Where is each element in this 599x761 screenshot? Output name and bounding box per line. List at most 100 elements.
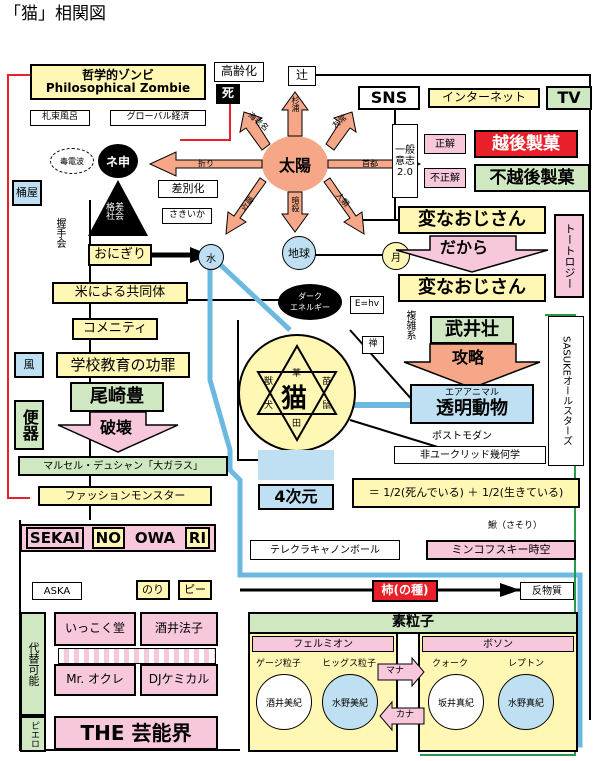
nezumi-label: 鰍（さそり）: [488, 521, 543, 531]
sekai-word: OWA: [134, 528, 176, 547]
nori-box: のり: [136, 580, 170, 600]
ozaki-box: 尾崎豊: [70, 382, 164, 412]
tsuji-box: 辻: [288, 66, 316, 86]
mizu-circle: 水: [198, 244, 224, 270]
mr-okure-box: Mr. オクレ: [54, 664, 136, 696]
ippan-box: 一般 意志 2.0: [392, 124, 418, 198]
sasuke-box: SASUKEオールスターズ: [548, 316, 584, 466]
sekai-word: NO: [91, 526, 125, 550]
tv-box: TV: [546, 86, 592, 110]
hieuclid-box: 非ユークリッド幾何学: [394, 446, 546, 464]
seikai-box: 正解: [424, 134, 466, 154]
neshin-badge: ネ申: [98, 144, 138, 178]
toumei-box: エアアニマル 透明動物: [410, 384, 534, 424]
global-economy-box: グローバル経済: [110, 110, 206, 126]
philosophy-en-label: Philosophical Zombie: [45, 81, 191, 95]
fuechigo-box: 不越後製菓: [474, 164, 590, 192]
daitai-box: 代替可能: [20, 612, 46, 716]
death-box: 死: [216, 84, 240, 104]
tsuki-circle: 月: [382, 242, 410, 270]
hexagram-label: 苗: [322, 377, 332, 387]
air-animal-label: エアアニマル: [444, 388, 499, 399]
philosophy-label: 哲学的ゾンビ: [81, 67, 154, 82]
toumei-label: 透明動物: [436, 398, 508, 420]
community-box: コメニティ: [72, 318, 158, 340]
piero-box: ピエロ: [20, 716, 46, 752]
sun-ray-label: 杉浦: [291, 96, 300, 112]
hexagram-label: 田: [292, 419, 302, 429]
hakai-label: 破壊: [100, 418, 133, 437]
yonjigen-box: 4次元: [258, 484, 334, 510]
sns-box: SNS: [358, 86, 420, 110]
geinoukai-box: THE 芸能界: [54, 716, 218, 750]
tautology-box: トートロジー: [554, 214, 584, 298]
page-title: 「猫」相関図: [4, 4, 106, 24]
kaze-box: 風: [14, 352, 44, 378]
mizuno-maki-circle: 水野真紀: [498, 674, 554, 730]
ikkodo-box: いっこく堂: [54, 612, 136, 646]
hexagram-label: 鼠: [322, 401, 332, 411]
minkowski-box: ミンコフスキー時空: [426, 540, 576, 560]
cat-blue-band: [258, 450, 334, 480]
cat-circle: [238, 334, 356, 452]
old-age-box: 高齢化: [214, 62, 264, 82]
sakai-maki-circle: 坂井真紀: [428, 674, 484, 730]
sakai-miki-circle: 酒井美紀: [256, 674, 312, 730]
boson-label: ボソン: [422, 636, 574, 652]
aska-box: ASKA: [32, 582, 82, 600]
akushu-label: 握手会: [54, 218, 65, 248]
hexagram-label: 犬: [264, 401, 274, 411]
fukuzatsu-label: 複雑系: [404, 310, 415, 340]
fermion-label: フェルミオン: [252, 636, 394, 652]
sun-ray-label: 暗殺: [291, 196, 300, 212]
hen-ojisan-2-box: 変なおじさん: [398, 274, 546, 302]
sekai-word: RI: [184, 526, 211, 550]
sekai-no-owari-box: SEKAI NO OWA RI: [20, 524, 216, 552]
fuseikai-box: 不正解: [424, 168, 466, 188]
zen-box: 禅: [362, 336, 384, 354]
cat-label: 猫: [281, 384, 308, 414]
kaki-box: 柿(の種): [372, 580, 438, 602]
dark-energy-bubble: ダーク エネルギー: [278, 284, 342, 320]
zigzag-divider: [58, 648, 216, 664]
soryushi-box: 素粒子: [248, 612, 578, 634]
sabetsu-box: 差別化: [158, 180, 218, 198]
mizuno-miki-circle: 水野美紀: [322, 674, 378, 730]
hexagram-label: 獣: [264, 377, 274, 387]
sasuke-label: SASUKEオールスターズ: [560, 336, 572, 446]
sasaika-box: さきいか: [162, 208, 212, 224]
kouryaku-label: 攻略: [452, 348, 485, 367]
pi-box: ピー: [178, 580, 212, 600]
sun-circle: 太陽: [262, 136, 328, 192]
benki-box: 便器: [14, 400, 44, 450]
philosophical-zombie-box: 哲学的ゾンビ Philosophical Zombie: [30, 64, 206, 100]
hanbusshitsu-box: 反物質: [520, 582, 574, 600]
lepton-label: レプトン: [508, 659, 545, 669]
fashion-box: ファッションモンスター: [38, 486, 212, 506]
echigo-box: 越後製菓: [474, 130, 578, 158]
postmodern-label: ポストモダン: [432, 431, 492, 442]
telekura-box: テレクラキャノンボール: [250, 540, 400, 560]
sun-ray-label: 首都: [362, 159, 378, 168]
gauge-label: ゲージ粒子: [256, 659, 301, 669]
kana-label: カナ: [396, 710, 415, 720]
dj-chemical-box: DJケミカル: [140, 664, 218, 696]
sun-ray-label: 折り: [198, 159, 214, 168]
electro-wave-bubble: 毒電波: [50, 148, 94, 174]
satsutaba-box: 札束風呂: [30, 110, 90, 126]
sakai-noriko-box: 酒井法子: [140, 612, 218, 646]
kome-box: 米による共同体: [52, 282, 188, 304]
internet-box: インターネット: [428, 88, 540, 108]
mana-label: マナ: [386, 666, 405, 676]
hen-ojisan-1-box: 変なおじさん: [398, 206, 546, 234]
hexagram-label: 草: [292, 369, 302, 379]
daitai-label: 代替可能: [27, 642, 41, 686]
formula-box: ＝ 1/2(死んでいる) ＋ 1/2(生きている): [352, 478, 580, 508]
chikyu-circle: 地球: [282, 236, 316, 270]
